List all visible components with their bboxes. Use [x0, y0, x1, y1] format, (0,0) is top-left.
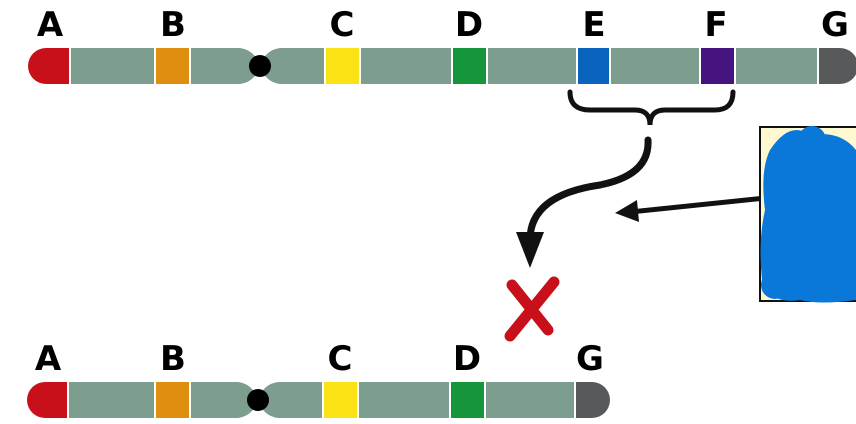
label-g: G	[576, 339, 604, 379]
band-e	[577, 48, 610, 84]
label-d: D	[455, 5, 483, 45]
label-a: A	[37, 5, 64, 45]
band-b	[155, 382, 190, 418]
label-b: B	[160, 5, 186, 45]
cross-icon	[504, 276, 560, 342]
arm-segment	[70, 48, 818, 84]
pointer-arrowhead-icon	[615, 200, 639, 222]
band-g	[818, 48, 856, 84]
label-d: D	[453, 339, 481, 379]
band-d	[450, 382, 485, 418]
band-a	[28, 48, 70, 84]
brace-icon	[567, 89, 736, 126]
label-f: F	[704, 5, 727, 45]
label-c: C	[328, 339, 353, 379]
band-b	[155, 48, 190, 84]
pointer-arrow	[629, 195, 766, 215]
arm-segment	[68, 382, 575, 418]
top-chromosome: A B C D E F G	[28, 5, 856, 84]
centromere	[249, 55, 271, 77]
label-c: C	[330, 5, 355, 45]
label-b: B	[160, 339, 186, 379]
band-d	[452, 48, 487, 84]
curved-arrow	[526, 136, 652, 244]
bottom-chromosome: A B C D G	[27, 339, 610, 418]
band-c	[323, 382, 358, 418]
band-g	[575, 382, 610, 418]
band-a	[27, 382, 68, 418]
band-c	[325, 48, 360, 84]
redaction-scribble	[760, 126, 856, 303]
label-g: G	[821, 5, 849, 45]
arrowhead-icon	[516, 232, 544, 268]
label-a: A	[35, 339, 62, 379]
centromere	[247, 389, 269, 411]
label-e: E	[582, 5, 605, 45]
band-f	[700, 48, 735, 84]
